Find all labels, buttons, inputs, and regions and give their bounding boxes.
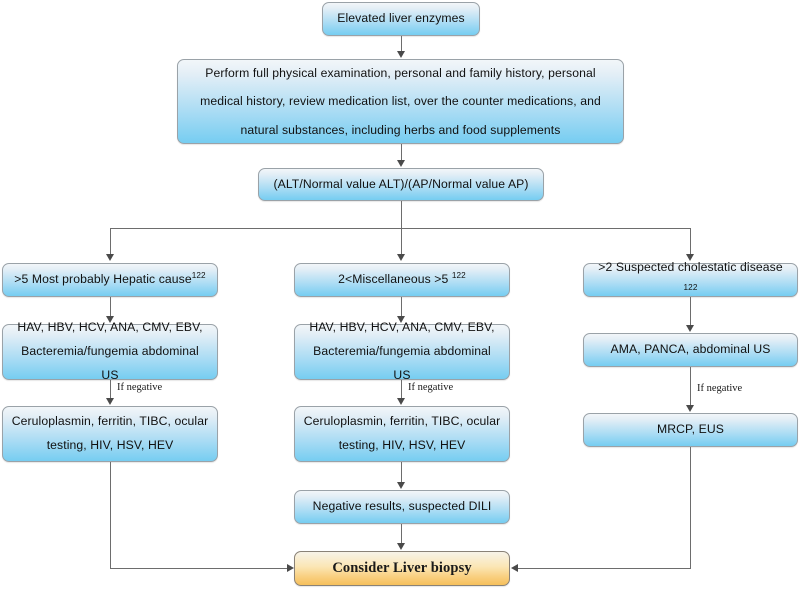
arrow-misc-tests2-to-dili — [397, 482, 405, 489]
connector-cholestatic-tests1-to-tests2 — [690, 367, 691, 405]
node-label: >2 Suspected cholestatic disease — [598, 260, 783, 275]
node-branch-cholestatic: >2 Suspected cholestatic disease 122 — [583, 260, 798, 297]
node-alt-ap-ratio: (ALT/Normal value ALT)/(AP/Normal value … — [258, 168, 544, 201]
citation-ref: 122 — [451, 271, 466, 281]
connector-misc-tests1-to-tests2 — [401, 380, 402, 398]
connector-cholestatic-branch-to-tests — [690, 297, 691, 325]
node-label: Ceruloplasmin, ferritin, TIBC, ocular te… — [11, 414, 209, 452]
arrow-misc-branch-to-tests — [397, 316, 405, 323]
edge-label-misc-if-negative: If negative — [408, 382, 454, 393]
node-cholestatic-tests-primary: AMA, PANCA, abdominal US — [583, 333, 798, 367]
edge-label-cholestatic-if-negative: If negative — [697, 383, 743, 394]
connector-dili-to-biopsy — [401, 524, 402, 543]
connector-start-to-workup — [401, 36, 402, 52]
node-label: HAV, HBV, HCV, ANA, CMV, EBV, Bacteremia… — [309, 320, 495, 382]
node-hepatic-tests-secondary: Ceruloplasmin, ferritin, TIBC, ocular te… — [2, 406, 218, 462]
node-negative-results-dili: Negative results, suspected DILI — [294, 490, 510, 524]
node-misc-tests-primary: HAV, HBV, HCV, ANA, CMV, EBV, Bacteremia… — [294, 320, 510, 382]
node-label: >5 Most probably Hepatic cause — [14, 272, 192, 287]
arrow-hepatic-tests1-to-tests2 — [106, 398, 114, 405]
connector-cholestatic-return-horizontal — [517, 568, 690, 569]
citation-ref: 122 — [683, 282, 698, 292]
node-label: Ceruloplasmin, ferritin, TIBC, ocular te… — [303, 414, 501, 452]
node-branch-hepatic: >5 Most probably Hepatic cause122 — [2, 263, 218, 297]
node-label: HAV, HBV, HCV, ANA, CMV, EBV, Bacteremia… — [17, 320, 203, 382]
arrow-split-to-hepatic — [106, 254, 114, 261]
connector-split-to-hepatic — [110, 228, 111, 255]
node-label: Negative results, suspected DILI — [312, 499, 492, 514]
connector-misc-branch-to-tests — [401, 297, 402, 316]
edge-label-hepatic-if-negative: If negative — [117, 382, 163, 393]
connector-split-to-cholestatic — [690, 228, 691, 255]
connector-workup-to-ratio — [401, 144, 402, 161]
arrow-split-to-misc — [397, 254, 405, 261]
citation-ref: 122 — [191, 271, 206, 281]
node-consider-liver-biopsy: Consider Liver biopsy — [294, 551, 510, 586]
arrow-misc-tests1-to-tests2 — [397, 398, 405, 405]
node-elevated-liver-enzymes: Elevated liver enzymes — [322, 2, 480, 36]
node-label: 2<Miscellaneous >5 — [338, 272, 452, 287]
node-cholestatic-tests-secondary: MRCP, EUS — [583, 413, 798, 447]
node-hepatic-tests-primary: HAV, HBV, HCV, ANA, CMV, EBV, Bacteremia… — [2, 320, 218, 382]
connector-hepatic-tests1-to-tests2 — [110, 380, 111, 398]
arrow-cholestatic-tests1-to-tests2 — [686, 405, 694, 412]
node-label: MRCP, EUS — [656, 422, 725, 437]
arrow-start-to-workup — [397, 51, 405, 58]
connector-hepatic-branch-to-tests — [110, 297, 111, 316]
arrow-cholestatic-return-to-biopsy — [511, 564, 518, 572]
connector-hepatic-return-vertical — [110, 462, 111, 569]
node-misc-tests-secondary: Ceruloplasmin, ferritin, TIBC, ocular te… — [294, 406, 510, 462]
connector-hepatic-return-horizontal — [110, 568, 287, 569]
node-label: Elevated liver enzymes — [337, 11, 465, 26]
arrow-hepatic-return-to-biopsy — [287, 564, 294, 572]
node-label: AMA, PANCA, abdominal US — [610, 342, 771, 357]
connector-misc-tests2-to-dili — [401, 462, 402, 482]
node-branch-miscellaneous: 2<Miscellaneous >5 122 — [294, 263, 510, 297]
node-label: (ALT/Normal value ALT)/(AP/Normal value … — [273, 176, 529, 191]
node-label: Perform full physical examination, perso… — [200, 65, 601, 137]
arrow-cholestatic-branch-to-tests — [686, 325, 694, 332]
node-initial-workup: Perform full physical examination, perso… — [177, 59, 624, 144]
arrow-split-to-cholestatic — [686, 254, 694, 261]
arrow-workup-to-ratio — [397, 160, 405, 167]
connector-split-to-misc — [401, 228, 402, 255]
node-label: Consider Liver biopsy — [332, 560, 472, 577]
arrow-dili-to-biopsy — [397, 543, 405, 550]
connector-cholestatic-return-vertical — [690, 447, 691, 569]
connector-split-bar — [110, 228, 691, 229]
arrow-hepatic-branch-to-tests — [106, 316, 114, 323]
connector-ratio-to-split — [401, 201, 402, 229]
